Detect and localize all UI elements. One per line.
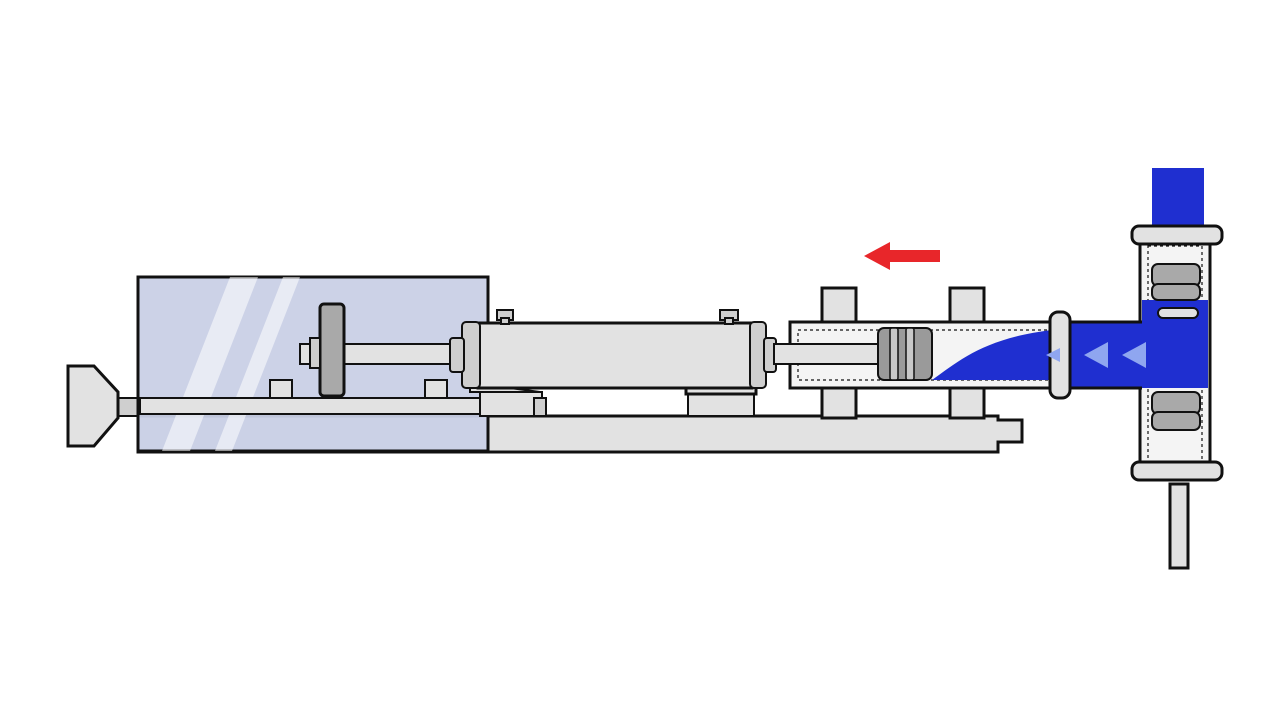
check-valve-block <box>1046 168 1224 570</box>
drive-housing <box>136 275 490 453</box>
flywheel <box>318 302 346 398</box>
motion-direction-arrow <box>864 242 940 270</box>
piston-rod <box>773 343 883 365</box>
plunger-piston <box>877 327 933 381</box>
crank-cylinder <box>449 309 777 417</box>
